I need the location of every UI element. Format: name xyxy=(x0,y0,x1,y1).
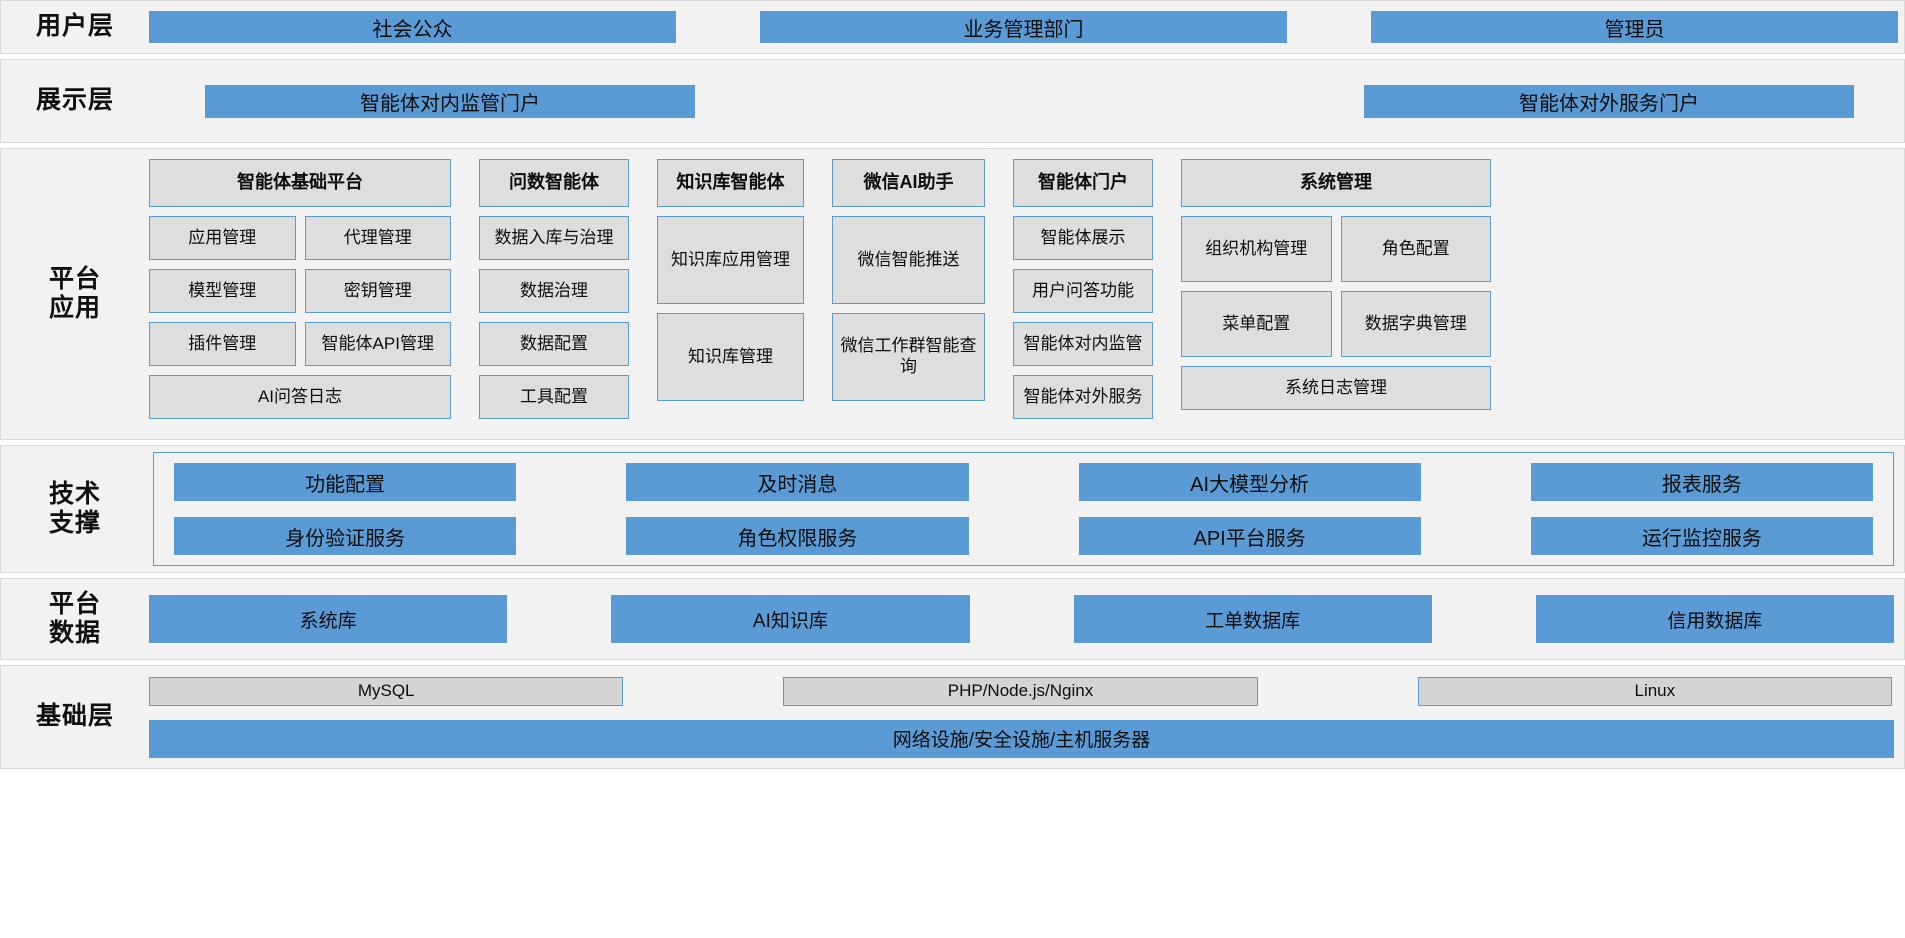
layer-label-presentation: 展示层 xyxy=(35,86,114,115)
layer-body-user: 社会公众 业务管理部门 管理员 xyxy=(149,1,1904,53)
app-row-base-3: 插件管理 智能体API管理 xyxy=(149,322,451,366)
app-item-data-dictionary-management[interactable]: 数据字典管理 xyxy=(1340,291,1491,357)
app-item-role-configuration[interactable]: 角色配置 xyxy=(1340,216,1491,282)
layer-infrastructure: 基础层 MySQL PHP/Node.js/Nginx Linux 网络设施/安… xyxy=(0,665,1905,769)
app-item-ai-qa-log[interactable]: AI问答日志 xyxy=(149,375,451,419)
app-column-system-management: 系统管理 组织机构管理 角色配置 菜单配置 数据字典管理 系统日志管理 xyxy=(1181,159,1491,429)
layer-body-platform-data: 系统库 AI知识库 工单数据库 信用数据库 xyxy=(149,579,1904,659)
user-box-administrator[interactable]: 管理员 xyxy=(1371,11,1898,43)
app-item-agent-internal-supervision[interactable]: 智能体对内监管 xyxy=(1013,322,1153,366)
app-item-system-log-management[interactable]: 系统日志管理 xyxy=(1181,366,1491,410)
app-item-agent-external-service[interactable]: 智能体对外服务 xyxy=(1013,375,1153,419)
tech-item-authentication-service[interactable]: 身份验证服务 xyxy=(174,517,517,555)
tech-item-ai-llm-analysis[interactable]: AI大模型分析 xyxy=(1078,463,1421,501)
infra-item-network-security-host[interactable]: 网络设施/安全设施/主机服务器 xyxy=(149,719,1894,758)
layer-label-platform-application-line1: 平台 xyxy=(48,264,101,293)
app-item-model-management[interactable]: 模型管理 xyxy=(149,269,296,313)
app-item-kb-app-management[interactable]: 知识库应用管理 xyxy=(657,216,804,304)
app-item-data-configuration[interactable]: 数据配置 xyxy=(479,322,629,366)
tech-item-role-permission-service[interactable]: 角色权限服务 xyxy=(626,517,969,555)
app-item-key-management[interactable]: 密钥管理 xyxy=(304,269,451,313)
app-item-agent-management[interactable]: 代理管理 xyxy=(304,216,451,260)
layer-label-platform-application-line2: 应用 xyxy=(48,294,101,322)
infra-item-mysql[interactable]: MySQL xyxy=(149,676,624,706)
app-column-wechat-ai-assistant: 微信AI助手 微信智能推送 微信工作群智能查询 xyxy=(832,159,985,429)
data-item-ai-knowledge-db[interactable]: AI知识库 xyxy=(611,595,970,643)
layer-label-tech-support-line1: 技术 xyxy=(48,479,101,508)
infra-item-linux[interactable]: Linux xyxy=(1417,676,1892,706)
app-item-wechat-smart-push[interactable]: 微信智能推送 xyxy=(832,216,985,304)
app-item-plugin-management[interactable]: 插件管理 xyxy=(149,322,296,366)
user-box-public[interactable]: 社会公众 xyxy=(149,11,676,43)
app-head-wechat-ai-assistant[interactable]: 微信AI助手 xyxy=(832,159,985,207)
layer-body-tech-support: 功能配置 及时消息 AI大模型分析 报表服务 身份验证服务 角色权限服务 API… xyxy=(149,446,1904,572)
layer-platform-data: 平台 数据 系统库 AI知识库 工单数据库 信用数据库 xyxy=(0,578,1905,660)
user-box-business-dept[interactable]: 业务管理部门 xyxy=(760,11,1287,43)
app-head-base-platform[interactable]: 智能体基础平台 xyxy=(149,159,451,207)
tech-support-frame: 功能配置 及时消息 AI大模型分析 报表服务 身份验证服务 角色权限服务 API… xyxy=(153,452,1894,566)
data-item-credit-db[interactable]: 信用数据库 xyxy=(1535,595,1894,643)
tech-item-report-service[interactable]: 报表服务 xyxy=(1530,463,1873,501)
layer-label-platform-data-line1: 平台 xyxy=(48,589,101,618)
app-item-tool-configuration[interactable]: 工具配置 xyxy=(479,375,629,419)
tech-item-runtime-monitoring-service[interactable]: 运行监控服务 xyxy=(1530,517,1873,555)
layer-body-platform-application: 智能体基础平台 应用管理 代理管理 模型管理 密钥管理 插件管理 智能体API管… xyxy=(149,149,1904,439)
data-item-work-order-db[interactable]: 工单数据库 xyxy=(1073,595,1432,643)
layer-label-tech-support: 技术 支撑 xyxy=(1,446,149,572)
infrastructure-row-software: MySQL PHP/Node.js/Nginx Linux xyxy=(149,676,1894,706)
layer-presentation: 展示层 智能体对内监管门户 智能体对外服务门户 xyxy=(0,59,1905,143)
app-item-kb-management[interactable]: 知识库管理 xyxy=(657,313,804,401)
app-row-sysmgmt-2: 菜单配置 数据字典管理 xyxy=(1181,291,1491,357)
app-head-agent-portal[interactable]: 智能体门户 xyxy=(1013,159,1153,207)
layer-body-infrastructure: MySQL PHP/Node.js/Nginx Linux 网络设施/安全设施/… xyxy=(149,666,1904,768)
app-row-sysmgmt-1: 组织机构管理 角色配置 xyxy=(1181,216,1491,282)
app-item-wechat-group-smart-query[interactable]: 微信工作群智能查询 xyxy=(832,313,985,401)
app-head-ask-data-agent[interactable]: 问数智能体 xyxy=(479,159,629,207)
layer-label-platform-application: 平台 应用 xyxy=(1,149,149,439)
layer-tech-support: 技术 支撑 功能配置 及时消息 AI大模型分析 报表服务 身份验证服务 角色权限… xyxy=(0,445,1905,573)
app-item-agent-api-management[interactable]: 智能体API管理 xyxy=(304,322,451,366)
infra-item-php-node-nginx[interactable]: PHP/Node.js/Nginx xyxy=(783,676,1258,706)
layer-label-infrastructure: 基础层 xyxy=(35,702,114,731)
app-column-ask-data-agent: 问数智能体 数据入库与治理 数据治理 数据配置 工具配置 xyxy=(479,159,629,429)
app-column-agent-portal: 智能体门户 智能体展示 用户问答功能 智能体对内监管 智能体对外服务 xyxy=(1013,159,1153,429)
layer-body-presentation: 智能体对内监管门户 智能体对外服务门户 xyxy=(149,60,1904,142)
tech-support-row-1: 功能配置 及时消息 AI大模型分析 报表服务 xyxy=(174,463,1873,501)
layer-user: 用户层 社会公众 业务管理部门 管理员 xyxy=(0,0,1905,54)
app-item-app-management[interactable]: 应用管理 xyxy=(149,216,296,260)
app-row-base-1: 应用管理 代理管理 xyxy=(149,216,451,260)
layer-platform-application: 平台 应用 智能体基础平台 应用管理 代理管理 模型管理 密钥管理 插件管理 智… xyxy=(0,148,1905,440)
app-item-data-governance[interactable]: 数据治理 xyxy=(479,269,629,313)
app-item-agent-showcase[interactable]: 智能体展示 xyxy=(1013,216,1153,260)
app-column-base-platform: 智能体基础平台 应用管理 代理管理 模型管理 密钥管理 插件管理 智能体API管… xyxy=(149,159,451,429)
layer-label-platform-data: 平台 数据 xyxy=(1,579,149,659)
app-item-data-ingest-governance[interactable]: 数据入库与治理 xyxy=(479,216,629,260)
app-item-menu-configuration[interactable]: 菜单配置 xyxy=(1181,291,1332,357)
app-item-user-qa-function[interactable]: 用户问答功能 xyxy=(1013,269,1153,313)
app-head-system-management[interactable]: 系统管理 xyxy=(1181,159,1491,207)
tech-support-row-2: 身份验证服务 角色权限服务 API平台服务 运行监控服务 xyxy=(174,517,1873,555)
presentation-box-external-portal[interactable]: 智能体对外服务门户 xyxy=(1364,84,1854,118)
tech-item-instant-message[interactable]: 及时消息 xyxy=(626,463,969,501)
layer-label-platform-data-line2: 数据 xyxy=(48,619,101,647)
app-row-base-2: 模型管理 密钥管理 xyxy=(149,269,451,313)
app-head-knowledge-base-agent[interactable]: 知识库智能体 xyxy=(657,159,804,207)
presentation-box-internal-portal[interactable]: 智能体对内监管门户 xyxy=(205,84,695,118)
data-item-system-db[interactable]: 系统库 xyxy=(149,595,508,643)
tech-item-function-configuration[interactable]: 功能配置 xyxy=(174,463,517,501)
tech-item-api-platform-service[interactable]: API平台服务 xyxy=(1078,517,1421,555)
app-item-org-structure-management[interactable]: 组织机构管理 xyxy=(1181,216,1332,282)
app-column-knowledge-base-agent: 知识库智能体 知识库应用管理 知识库管理 xyxy=(657,159,804,429)
layer-label-user: 用户层 xyxy=(35,12,114,41)
layer-label-tech-support-line2: 支撑 xyxy=(48,509,101,537)
